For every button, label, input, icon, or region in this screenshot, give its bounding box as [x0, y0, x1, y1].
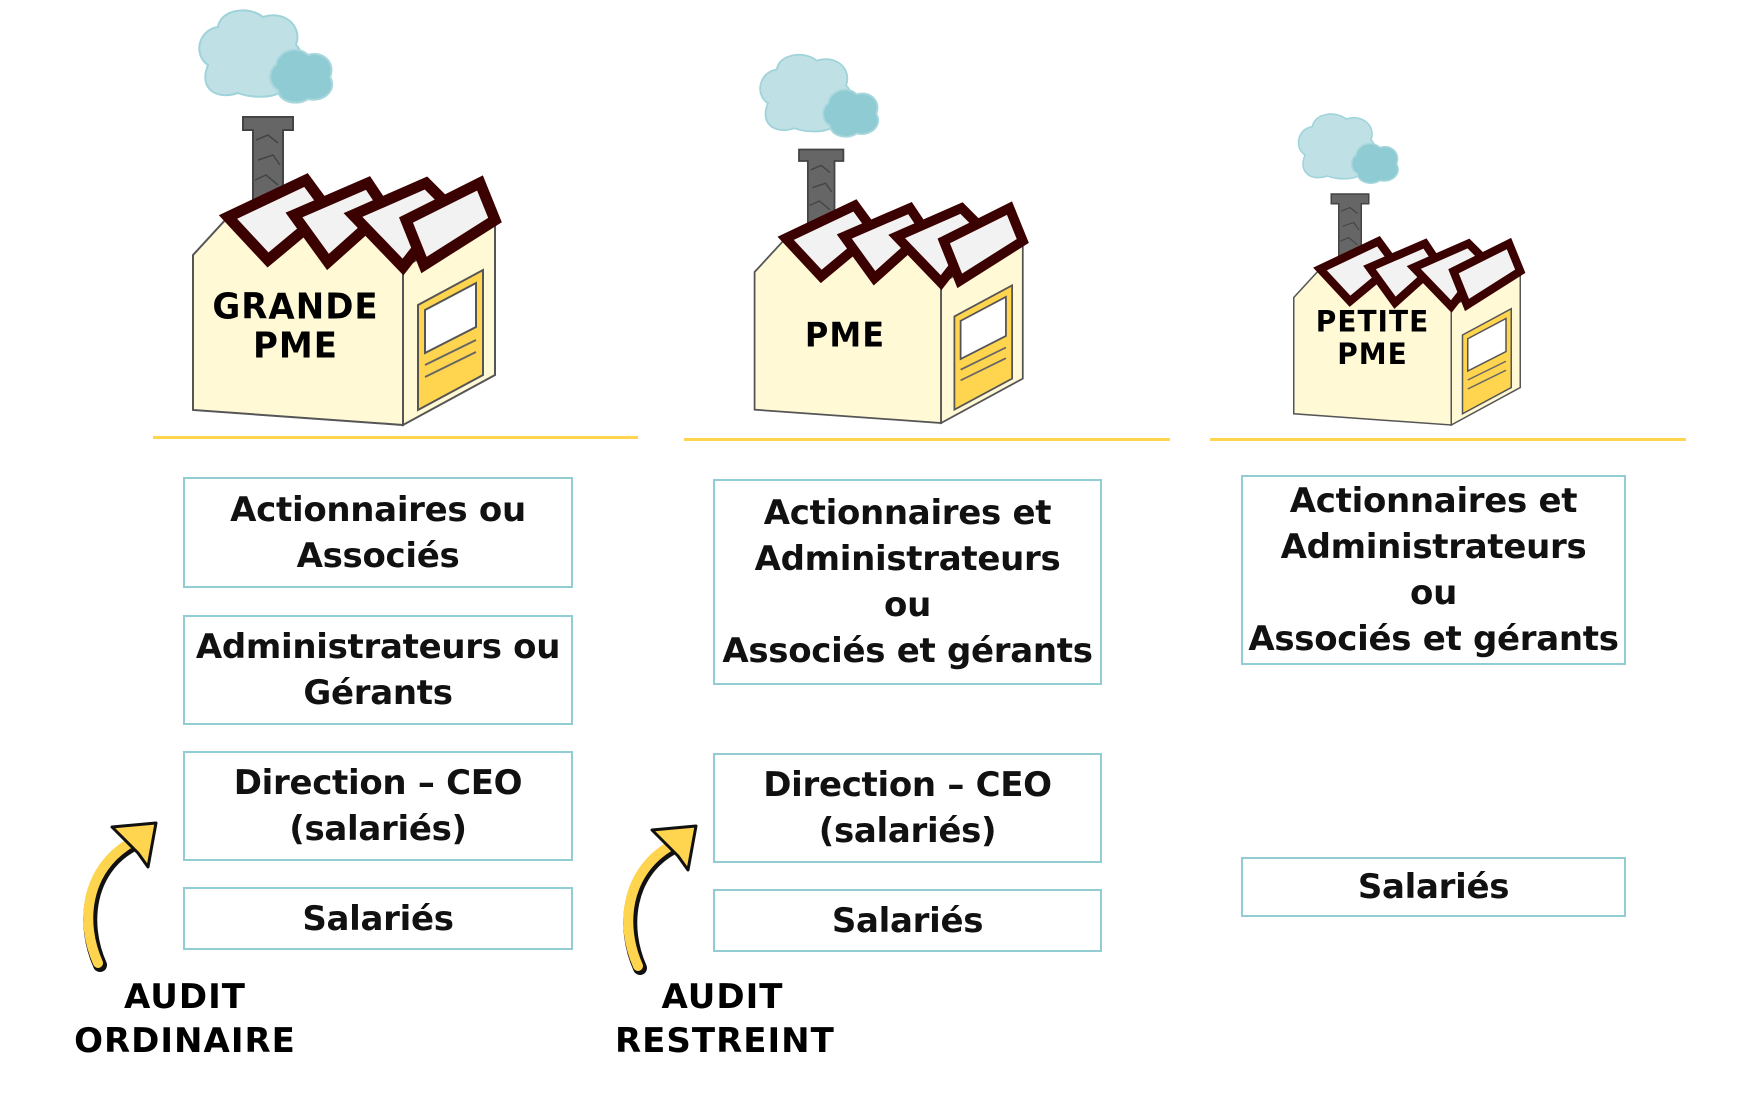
factory-label: GRANDE PME — [212, 286, 379, 368]
curved-arrow-up-right-icon — [623, 824, 698, 975]
separator-line — [1210, 438, 1686, 441]
factory-icon — [750, 50, 1070, 423]
factory-pme: PME — [750, 50, 1070, 423]
box-direction-ceo: Direction – CEO (salariés) — [183, 751, 573, 861]
box-actionnaires-administrateurs: Actionnaires et Administrateurs ou Assoc… — [713, 479, 1102, 685]
audit-label-restreint: AUDIT RESTREINT — [615, 977, 835, 1061]
box-salaries: Salariés — [1241, 857, 1626, 917]
factory-grande-pme: GRANDE PME — [188, 5, 548, 425]
factory-petite-pme: PETITE PME — [1290, 110, 1560, 425]
factory-label: PETITE PME — [1315, 304, 1430, 372]
box-actionnaires-associes: Actionnaires ou Associés — [183, 477, 573, 588]
separator-line — [684, 438, 1170, 441]
box-direction-ceo: Direction – CEO (salariés) — [713, 753, 1102, 863]
box-administrateurs-gerants: Administrateurs ou Gérants — [183, 615, 573, 725]
factory-icon — [1290, 110, 1560, 425]
curved-arrow-up-right-icon — [83, 821, 158, 972]
box-actionnaires-administrateurs: Actionnaires et Administrateurs ou Assoc… — [1241, 475, 1626, 665]
factory-label: PME — [804, 315, 886, 355]
separator-line — [153, 436, 638, 439]
box-salaries: Salariés — [183, 887, 573, 950]
box-salaries: Salariés — [713, 889, 1102, 952]
audit-label-ordinaire: AUDIT ORDINAIRE — [74, 977, 296, 1061]
